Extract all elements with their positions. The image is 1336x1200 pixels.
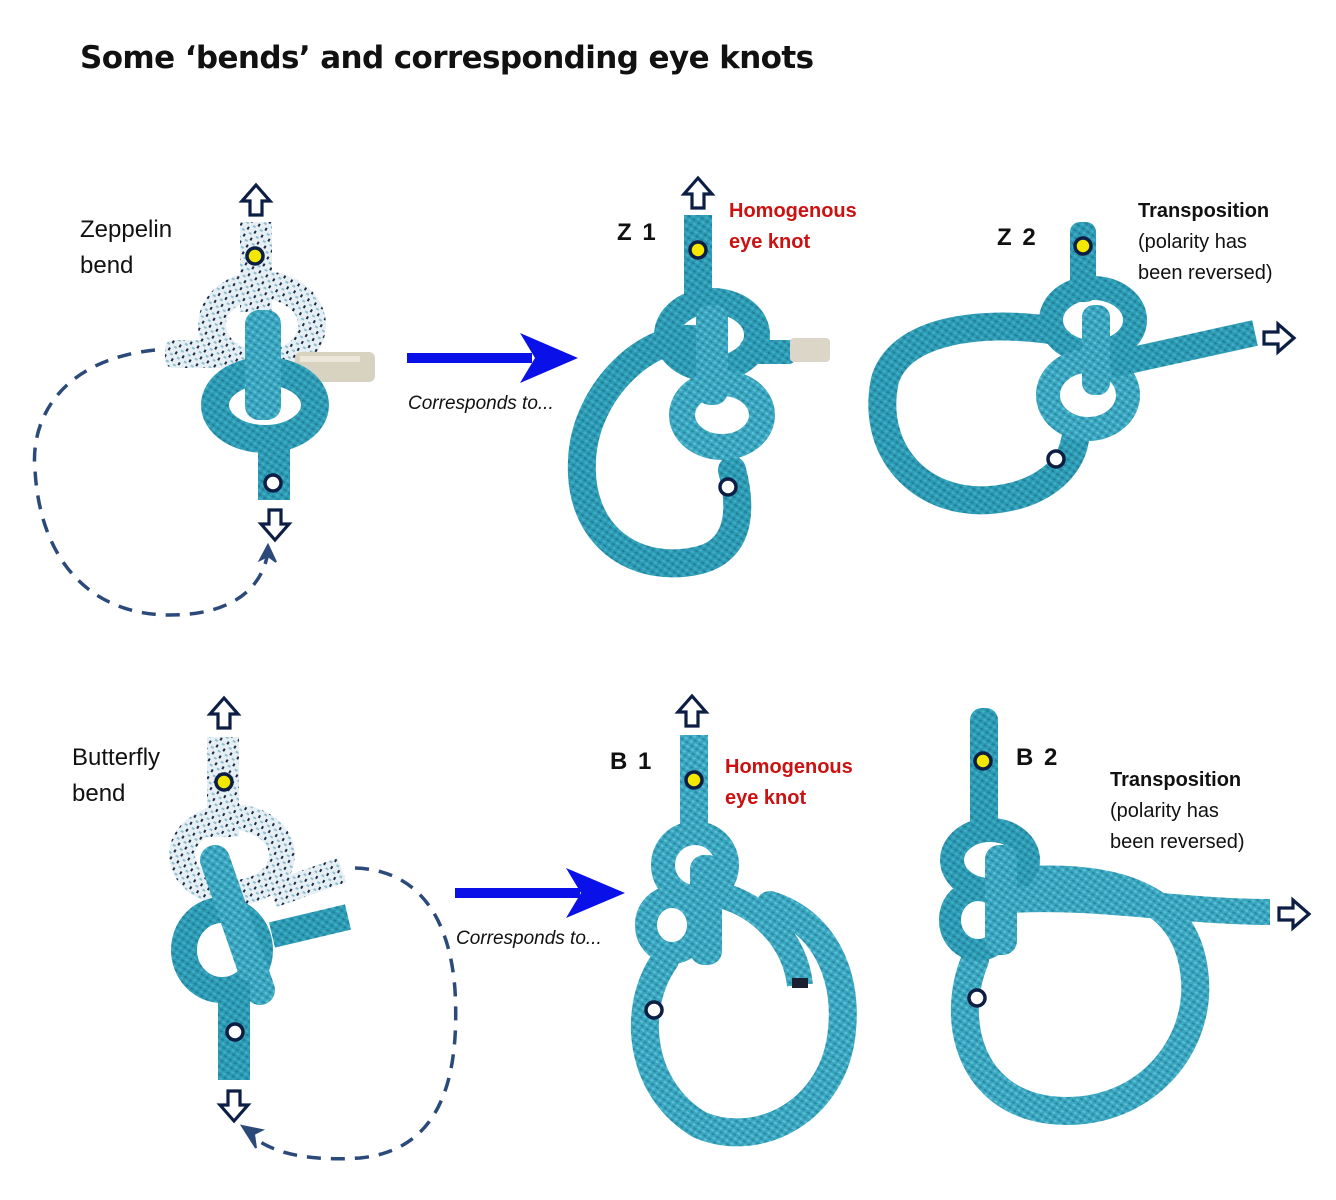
butterfly-yellow-marker (214, 772, 234, 792)
bend-name-line1: Butterfly (72, 744, 161, 771)
b1-load-arrow-up-icon (676, 694, 708, 728)
b1-yellow-marker (684, 770, 704, 790)
dashed-path-arrowhead (257, 542, 277, 563)
standing-part-yellow-marker (245, 246, 265, 266)
transposition-line3: been reversed) (1138, 262, 1273, 284)
z2-load-arrow-right-icon (1262, 322, 1296, 354)
zeppelin-bend-label: Zeppelin bend (80, 212, 172, 284)
z2-transposition-label: Transposition (polarity has been reverse… (1138, 196, 1273, 289)
working-part-white-marker (263, 473, 283, 493)
homogenous-line1: Homogenous (729, 200, 857, 222)
z1-yellow-marker (688, 240, 708, 260)
zeppelin-bend-illustration (32, 183, 375, 617)
butterfly-bend-label: Butterfly bend (72, 740, 160, 812)
load-arrow-down-icon (259, 508, 291, 542)
z1-load-arrow-up-icon (682, 176, 714, 210)
b1-white-marker (644, 1000, 664, 1020)
bend-name-line2: bend (72, 780, 126, 807)
dashed-path-arrowhead-2 (239, 1124, 266, 1149)
homogenous-line2: eye knot (729, 231, 811, 253)
b1-code-label: B 1 (610, 748, 654, 775)
bend-name-line2: bend (80, 252, 134, 279)
butterfly-white-marker (225, 1022, 245, 1042)
transposition-line1: Transposition (1110, 769, 1242, 791)
bend-name-line1: Zeppelin (80, 216, 173, 243)
butterfly-load-arrow-up-icon (208, 696, 240, 730)
corresponds-arrow-1 (407, 333, 578, 383)
transposition-line3: been reversed) (1110, 831, 1245, 853)
corresponds-label-1: Corresponds to... (408, 393, 554, 414)
z1-eye-knot-illustration (567, 176, 830, 578)
corresponds-arrow-2 (455, 868, 625, 918)
b1-homogenous-label: Homogenous eye knot (725, 752, 853, 814)
dashed-return-path-2 (246, 866, 458, 1161)
corresponds-label-2: Corresponds to... (456, 928, 602, 949)
transposition-line1: Transposition (1138, 200, 1270, 222)
z2-white-marker (1046, 449, 1066, 469)
z1-white-marker (718, 477, 738, 497)
dashed-return-path (32, 348, 270, 617)
z1-homogenous-label: Homogenous eye knot (729, 196, 857, 258)
load-arrow-up-icon (240, 183, 272, 217)
z1-code-label: Z 1 (617, 219, 658, 246)
b2-code-label: B 2 (1016, 744, 1060, 771)
b1-eye-knot-illustration (630, 694, 857, 1147)
b2-transposition-label: Transposition (polarity has been reverse… (1110, 765, 1245, 858)
homogenous-line1: Homogenous (725, 756, 853, 778)
butterfly-bend-illustration (169, 696, 458, 1161)
transposition-line2: (polarity has (1138, 231, 1247, 253)
z2-eye-knot-illustration (868, 222, 1296, 515)
z2-code-label: Z 2 (997, 224, 1038, 251)
homogenous-line2: eye knot (725, 787, 807, 809)
b2-load-arrow-right-icon (1277, 898, 1311, 930)
transposition-line2: (polarity has (1110, 800, 1219, 822)
z2-yellow-marker (1073, 236, 1093, 256)
page-title: Some ‘bends’ and corresponding eye knots (80, 40, 814, 76)
b2-yellow-marker (973, 751, 993, 771)
b2-eye-knot-illustration (939, 708, 1311, 1125)
butterfly-load-arrow-down-icon (218, 1089, 250, 1123)
b2-white-marker (967, 988, 987, 1008)
